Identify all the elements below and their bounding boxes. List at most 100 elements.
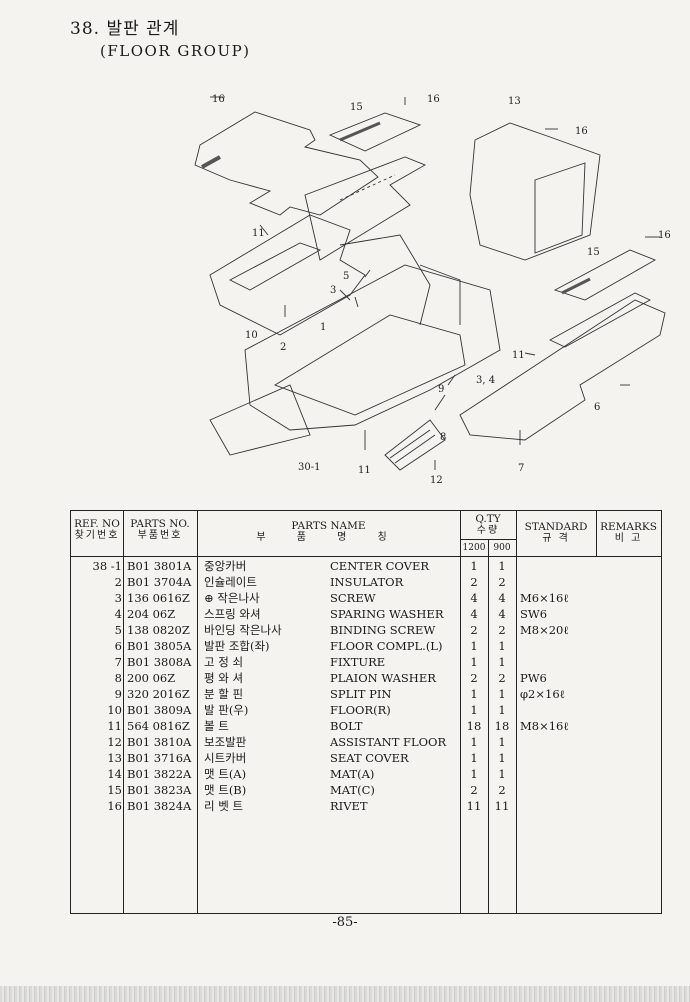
- exploded-parts-diagram: 16 15 16 13 16 14 11 16 15 5 3 10 2 1 11…: [148, 85, 680, 490]
- english-name-cell: FIXTURE: [330, 655, 386, 669]
- callout-label: 1: [320, 322, 326, 333]
- english-name-cell: RIVET: [330, 799, 368, 813]
- ref-no-cell: 6: [114, 639, 122, 653]
- parts-no-cell: B01 3808A: [127, 655, 192, 669]
- callout-label: 2: [280, 342, 286, 353]
- header-parts-en: PARTS NO.: [130, 518, 190, 530]
- parts-table: REF. NO 찾기번호 PARTS NO. 부품번호 PARTS NAME 부…: [70, 510, 662, 914]
- qty-900-cell: 1: [498, 639, 506, 653]
- korean-name-cell: 바인딩 작은나사: [204, 623, 282, 637]
- qty-900-cell: 1: [498, 687, 506, 701]
- english-name-cell: BOLT: [330, 719, 363, 733]
- parts-no-cell: B01 3805A: [127, 639, 192, 653]
- standard-cell: PW6: [520, 671, 547, 685]
- callout-label: 9: [438, 384, 444, 395]
- qty-900-cell: 4: [498, 591, 506, 605]
- qty-900-cell: 1: [498, 703, 506, 717]
- page-number: -85-: [332, 915, 358, 930]
- column-divider: [123, 511, 124, 913]
- korean-name-cell: 볼 트: [204, 719, 229, 733]
- parts-no-cell: B01 3704A: [127, 575, 192, 589]
- column-divider: [197, 511, 198, 913]
- korean-name-cell: 고 정 쇠: [204, 655, 244, 669]
- qty-1200-cell: 1: [470, 767, 478, 781]
- header-underline: [71, 556, 661, 557]
- parts-no-cell: B01 3822A: [127, 767, 192, 781]
- english-name-cell: CENTER COVER: [330, 559, 430, 573]
- ref-no-cell: 11: [107, 719, 122, 733]
- english-name-cell: INSULATOR: [330, 575, 404, 589]
- header-ref-en: REF. NO: [74, 518, 120, 530]
- qty-900-cell: 1: [498, 767, 506, 781]
- parts-no-cell: B01 3716A: [127, 751, 192, 765]
- qty-1200-cell: 18: [466, 719, 482, 733]
- callout-label: 30-1: [298, 462, 320, 473]
- callout-label: 8: [440, 432, 446, 443]
- qty-1200-cell: 1: [470, 687, 478, 701]
- header-qty: Q.TY 수량: [460, 513, 516, 537]
- korean-name-cell: 리 벳 트: [204, 799, 244, 813]
- header-remarks: REMARKS 비 고: [596, 521, 661, 545]
- korean-name-cell: 중앙카버: [204, 559, 247, 573]
- qty-1200-cell: 1: [470, 639, 478, 653]
- parts-no-cell: B01 3809A: [127, 703, 192, 717]
- english-name-cell: MAT(C): [330, 783, 375, 797]
- callout-label: 12: [430, 475, 443, 486]
- callout-label: 16: [575, 126, 588, 137]
- english-name-cell: ASSISTANT FLOOR: [330, 735, 447, 749]
- korean-name-cell: 맷 트(A): [204, 767, 247, 781]
- standard-cell: M8×16ℓ: [520, 719, 569, 733]
- korean-name-cell: 인슐레이트: [204, 575, 257, 589]
- english-name-cell: SCREW: [330, 591, 376, 605]
- ref-no-cell: 38 -1: [92, 559, 123, 573]
- english-name-cell: BINDING SCREW: [330, 623, 436, 637]
- header-rem-ko: 비 고: [614, 533, 643, 544]
- page-subtitle: (FLOOR GROUP): [100, 42, 251, 60]
- header-name-ko: 부 품 명 칭: [256, 532, 401, 543]
- header-ref: REF. NO 찾기번호: [71, 518, 123, 542]
- parts-no-cell: 204 06Z: [127, 607, 176, 621]
- callout-label: 5: [343, 271, 349, 282]
- qty-900-cell: 2: [498, 623, 506, 637]
- header-standard: STANDARD 규 격: [516, 521, 596, 545]
- parts-no-cell: B01 3824A: [127, 799, 192, 813]
- header-qty-1200: 1200: [462, 543, 486, 553]
- floor-group-drawing: 16 15 16 13 16 14 11 16 15 5 3 10 2 1 11…: [148, 94, 671, 486]
- ref-no-cell: 15: [107, 783, 122, 797]
- parts-no-cell: 320 2016Z: [127, 687, 190, 701]
- korean-name-cell: 스프링 와셔: [204, 607, 261, 621]
- callout-label: 3, 4: [476, 375, 495, 386]
- callout-label: 10: [245, 330, 258, 341]
- ref-no-cell: 9: [114, 687, 122, 701]
- ref-no-cell: 14: [107, 767, 122, 781]
- parts-no-cell: 138 0820Z: [127, 623, 190, 637]
- scan-edge-band: [0, 986, 690, 1002]
- callout-label: 15: [587, 247, 600, 258]
- qty-900-cell: 1: [498, 751, 506, 765]
- standard-cell: M6×16ℓ: [520, 591, 569, 605]
- header-std-ko: 규 격: [542, 533, 570, 544]
- qty-900-cell: 4: [498, 607, 506, 621]
- english-name-cell: SEAT COVER: [330, 751, 409, 765]
- header-rem-en: REMARKS: [600, 521, 657, 533]
- header-std-en: STANDARD: [524, 521, 588, 533]
- ref-no-cell: 16: [107, 799, 122, 813]
- ref-no-cell: 3: [114, 591, 122, 605]
- qty-1200-cell: 4: [470, 607, 478, 621]
- column-divider: [516, 511, 517, 913]
- ref-no-cell: 8: [114, 671, 122, 685]
- english-name-cell: SPARING WASHER: [330, 607, 444, 621]
- header-parts-name: PARTS NAME 부 품 명 칭: [197, 520, 460, 544]
- header-ref-ko: 찾기번호: [74, 530, 120, 541]
- english-name-cell: FLOOR COMPL.(L): [330, 639, 443, 653]
